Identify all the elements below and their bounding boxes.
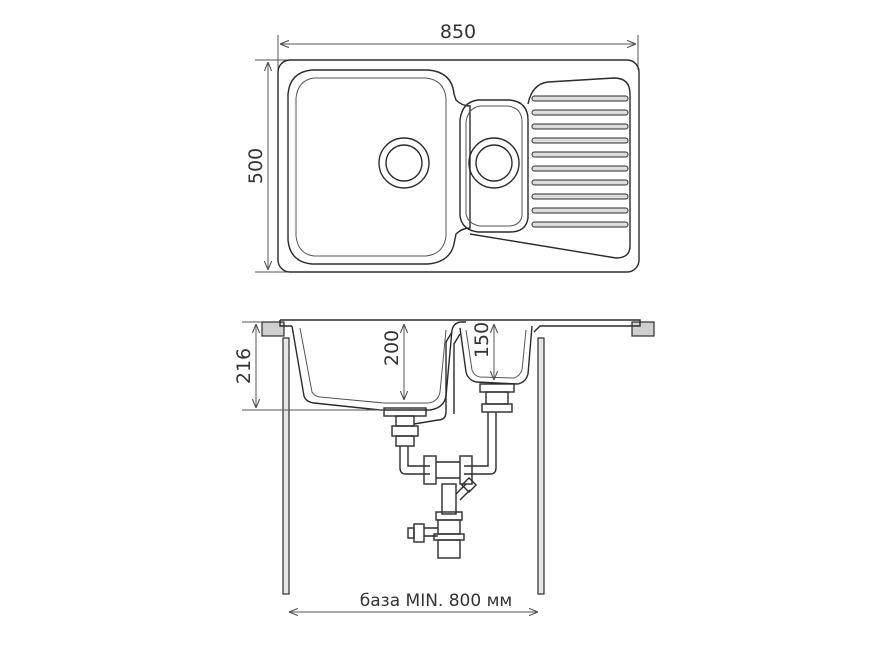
countertop-left [261, 321, 285, 337]
side-view: 216 200 150 база MIN. 800 мм [233, 319, 655, 612]
width-label: 850 [440, 21, 476, 43]
cabinet-wall-left [282, 337, 290, 595]
cabinet-wall-right [537, 337, 545, 595]
small-bowl-profile [459, 325, 533, 385]
drain-pipes [399, 446, 430, 475]
total-height-label: 216 [233, 348, 255, 384]
top-view: 850 500 [245, 21, 640, 273]
countertop-right [631, 321, 655, 337]
siphon-trap [441, 483, 457, 515]
main-bowl-outline [287, 69, 471, 265]
small-bowl-outline [459, 99, 529, 233]
drainer-grooves [531, 95, 629, 228]
overflow-pipe [413, 331, 453, 425]
depth-label: 500 [245, 148, 267, 184]
small-bowl-drain [468, 137, 520, 189]
drainer-outline [469, 77, 631, 259]
cabinet-base-label: база MIN. 800 мм [360, 591, 512, 611]
main-bowl-drain [378, 137, 430, 189]
main-bowl-profile [291, 321, 466, 411]
small-bowl-depth-label: 150 [471, 322, 493, 358]
main-bowl-depth-label: 200 [381, 330, 403, 366]
sink-outline [277, 59, 640, 273]
